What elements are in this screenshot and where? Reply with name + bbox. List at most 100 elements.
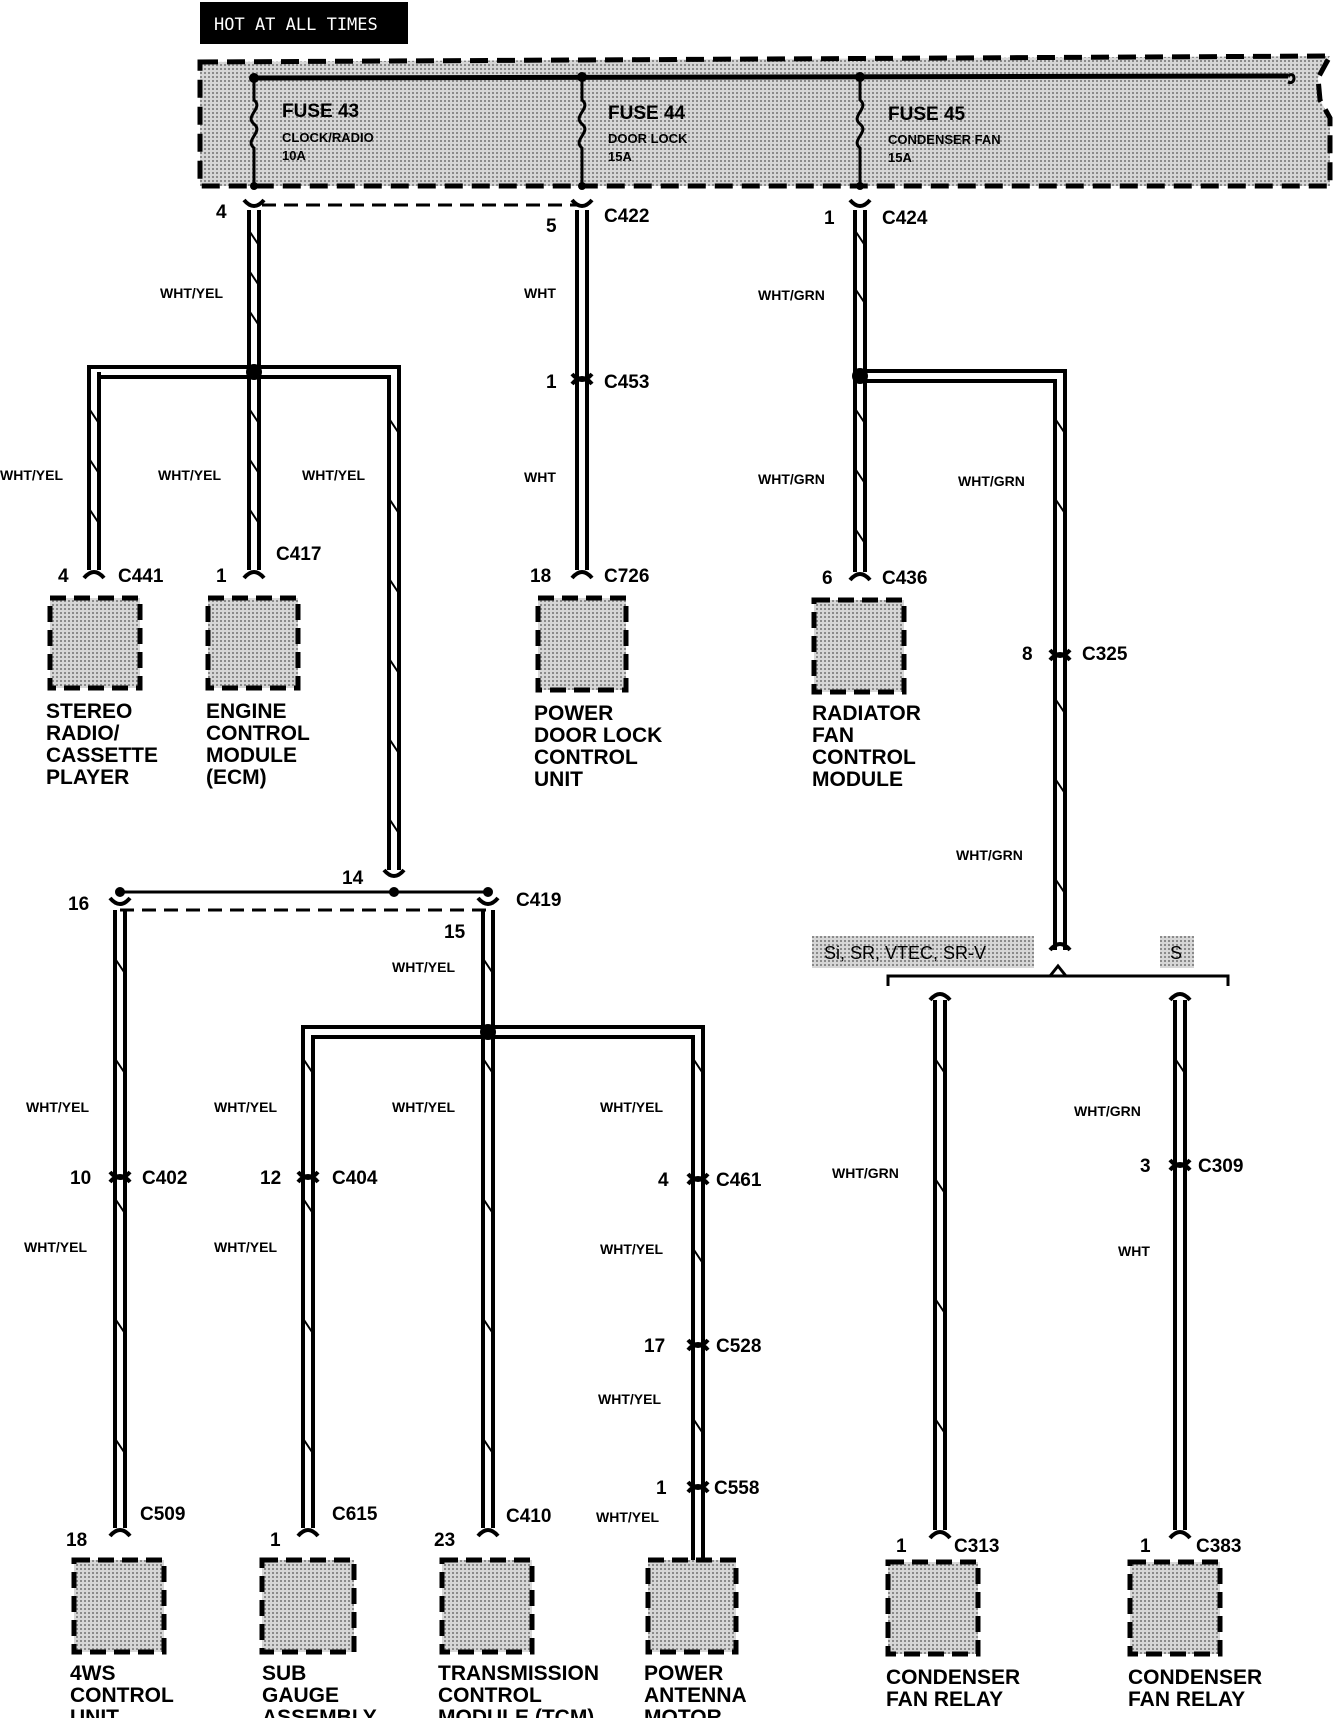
svg-text:4: 4: [216, 202, 227, 223]
svg-text:RADIO/: RADIO/: [46, 722, 120, 745]
svg-text:WHT/YEL: WHT/YEL: [598, 1391, 661, 1407]
svg-text:MODULE: MODULE: [206, 744, 297, 767]
svg-text:WHT/GRN: WHT/GRN: [956, 847, 1023, 863]
svg-text:C402: C402: [142, 1168, 187, 1189]
svg-text:UNIT: UNIT: [70, 1706, 119, 1718]
component-boxes: [47, 595, 1223, 1657]
cond1-label: CONDENSER FAN RELAY: [886, 1666, 1020, 1711]
svg-text:FAN RELAY: FAN RELAY: [886, 1688, 1003, 1711]
svg-text:15A: 15A: [608, 149, 632, 164]
connector-labels: C422 C424 C453 C441 C417 C726 C436 C325 …: [118, 206, 1243, 1557]
svg-text:4WS: 4WS: [70, 1662, 116, 1685]
fuse-43-symbol: [249, 78, 259, 184]
tcm-label: TRANSMISSION CONTROL MODULE (TCM): [438, 1662, 599, 1718]
wires: [87, 210, 1187, 1560]
svg-text:C461: C461: [716, 1170, 762, 1191]
splice-points: [246, 364, 868, 1040]
svg-text:HOT AT ALL TIMES: HOT AT ALL TIMES: [214, 15, 378, 35]
svg-text:4: 4: [658, 1170, 669, 1191]
svg-text:1: 1: [270, 1530, 281, 1551]
svg-text:4: 4: [58, 566, 69, 587]
svg-text:POWER: POWER: [644, 1662, 723, 1685]
svg-text:1: 1: [216, 566, 227, 587]
svg-text:UNIT: UNIT: [534, 768, 583, 791]
svg-text:10: 10: [70, 1168, 91, 1189]
svg-text:C313: C313: [954, 1536, 999, 1557]
svg-text:CONDENSER: CONDENSER: [886, 1666, 1020, 1689]
sub-gauge-label: SUB GAUGE ASSEMBLY: [262, 1662, 377, 1718]
svg-text:8: 8: [1022, 644, 1033, 665]
fuse-43-label: FUSE 43 CLOCK/RADIO 10A: [282, 101, 374, 163]
svg-text:18: 18: [66, 1530, 87, 1551]
cond2-box: [1127, 1559, 1223, 1657]
svg-text:FUSE 44: FUSE 44: [608, 103, 686, 124]
ecm-box: [205, 595, 301, 691]
svg-text:23: 23: [434, 1530, 455, 1551]
svg-text:WHT/GRN: WHT/GRN: [758, 287, 825, 303]
svg-text:DOOR LOCK: DOOR LOCK: [608, 131, 688, 146]
svg-text:C509: C509: [140, 1504, 185, 1525]
wire-color-labels: WHT/YEL WHT WHT/GRN WHT/YEL WHT/YEL WHT/…: [0, 285, 1150, 1525]
fuse-44-label: FUSE 44 DOOR LOCK 15A: [608, 103, 688, 164]
antenna-box: [645, 1557, 739, 1655]
radiator-label: RADIATOR FAN CONTROL MODULE: [812, 702, 921, 791]
component-labels: STEREO RADIO/ CASSETTE PLAYER ENGINE CON…: [46, 700, 1262, 1718]
svg-text:1: 1: [896, 1536, 907, 1557]
svg-text:C325: C325: [1082, 644, 1128, 665]
svg-text:ANTENNA: ANTENNA: [644, 1684, 747, 1707]
svg-text:ENGINE: ENGINE: [206, 700, 287, 723]
svg-text:SUB: SUB: [262, 1662, 306, 1685]
svg-text:WHT/YEL: WHT/YEL: [302, 467, 365, 483]
svg-text:WHT/GRN: WHT/GRN: [832, 1165, 899, 1181]
svg-text:DOOR LOCK: DOOR LOCK: [534, 724, 662, 747]
svg-text:ASSEMBLY: ASSEMBLY: [262, 1706, 377, 1718]
svg-text:5: 5: [546, 216, 557, 237]
radiator-box: [811, 597, 907, 695]
svg-text:CONTROL: CONTROL: [206, 722, 310, 745]
svg-text:C615: C615: [332, 1504, 378, 1525]
svg-text:C422: C422: [604, 206, 649, 227]
svg-text:C419: C419: [516, 890, 561, 911]
svg-text:WHT: WHT: [1118, 1243, 1150, 1259]
door-lock-box: [535, 595, 629, 693]
svg-text:PLAYER: PLAYER: [46, 766, 129, 789]
c419-connector-bar: [115, 887, 493, 912]
svg-text:GAUGE: GAUGE: [262, 1684, 339, 1707]
svg-text:1: 1: [546, 372, 557, 393]
svg-text:POWER: POWER: [534, 702, 613, 725]
svg-text:C558: C558: [714, 1478, 759, 1499]
svg-text:WHT/YEL: WHT/YEL: [214, 1099, 277, 1115]
door-lock-label: POWER DOOR LOCK CONTROL UNIT: [534, 702, 662, 791]
connector-symbols: [82, 198, 1192, 1540]
svg-text:WHT/YEL: WHT/YEL: [0, 467, 63, 483]
svg-text:10A: 10A: [282, 148, 306, 163]
cond1-box: [885, 1559, 981, 1657]
stereo-box: [47, 595, 143, 691]
svg-text:WHT/YEL: WHT/YEL: [214, 1239, 277, 1255]
svg-text:WHT/YEL: WHT/YEL: [24, 1239, 87, 1255]
svg-text:WHT/YEL: WHT/YEL: [26, 1099, 89, 1115]
variant-right-label: S: [1170, 943, 1182, 963]
svg-text:CONTROL: CONTROL: [438, 1684, 542, 1707]
svg-text:WHT/GRN: WHT/GRN: [758, 471, 825, 487]
svg-text:C424: C424: [882, 208, 928, 229]
svg-text:MODULE: MODULE: [812, 768, 903, 791]
svg-text:FUSE 45: FUSE 45: [888, 104, 966, 125]
svg-text:STEREO: STEREO: [46, 700, 132, 723]
svg-text:1: 1: [824, 208, 835, 229]
svg-text:MOTOR: MOTOR: [644, 1706, 722, 1718]
svg-text:CONDENSER: CONDENSER: [1128, 1666, 1262, 1689]
svg-text:WHT/YEL: WHT/YEL: [158, 467, 221, 483]
svg-text:CONTROL: CONTROL: [812, 746, 916, 769]
svg-text:FAN RELAY: FAN RELAY: [1128, 1688, 1245, 1711]
svg-text:WHT/YEL: WHT/YEL: [392, 959, 455, 975]
svg-text:WHT/YEL: WHT/YEL: [392, 1099, 455, 1115]
fuse-45-label: FUSE 45 CONDENSER FAN 15A: [888, 104, 1001, 165]
svg-text:WHT: WHT: [524, 469, 556, 485]
svg-text:CONDENSER FAN: CONDENSER FAN: [888, 132, 1001, 147]
wire-hatching: [89, 231, 1185, 1453]
svg-text:C417: C417: [276, 544, 321, 565]
svg-text:C441: C441: [118, 566, 164, 587]
svg-text:18: 18: [530, 566, 551, 587]
